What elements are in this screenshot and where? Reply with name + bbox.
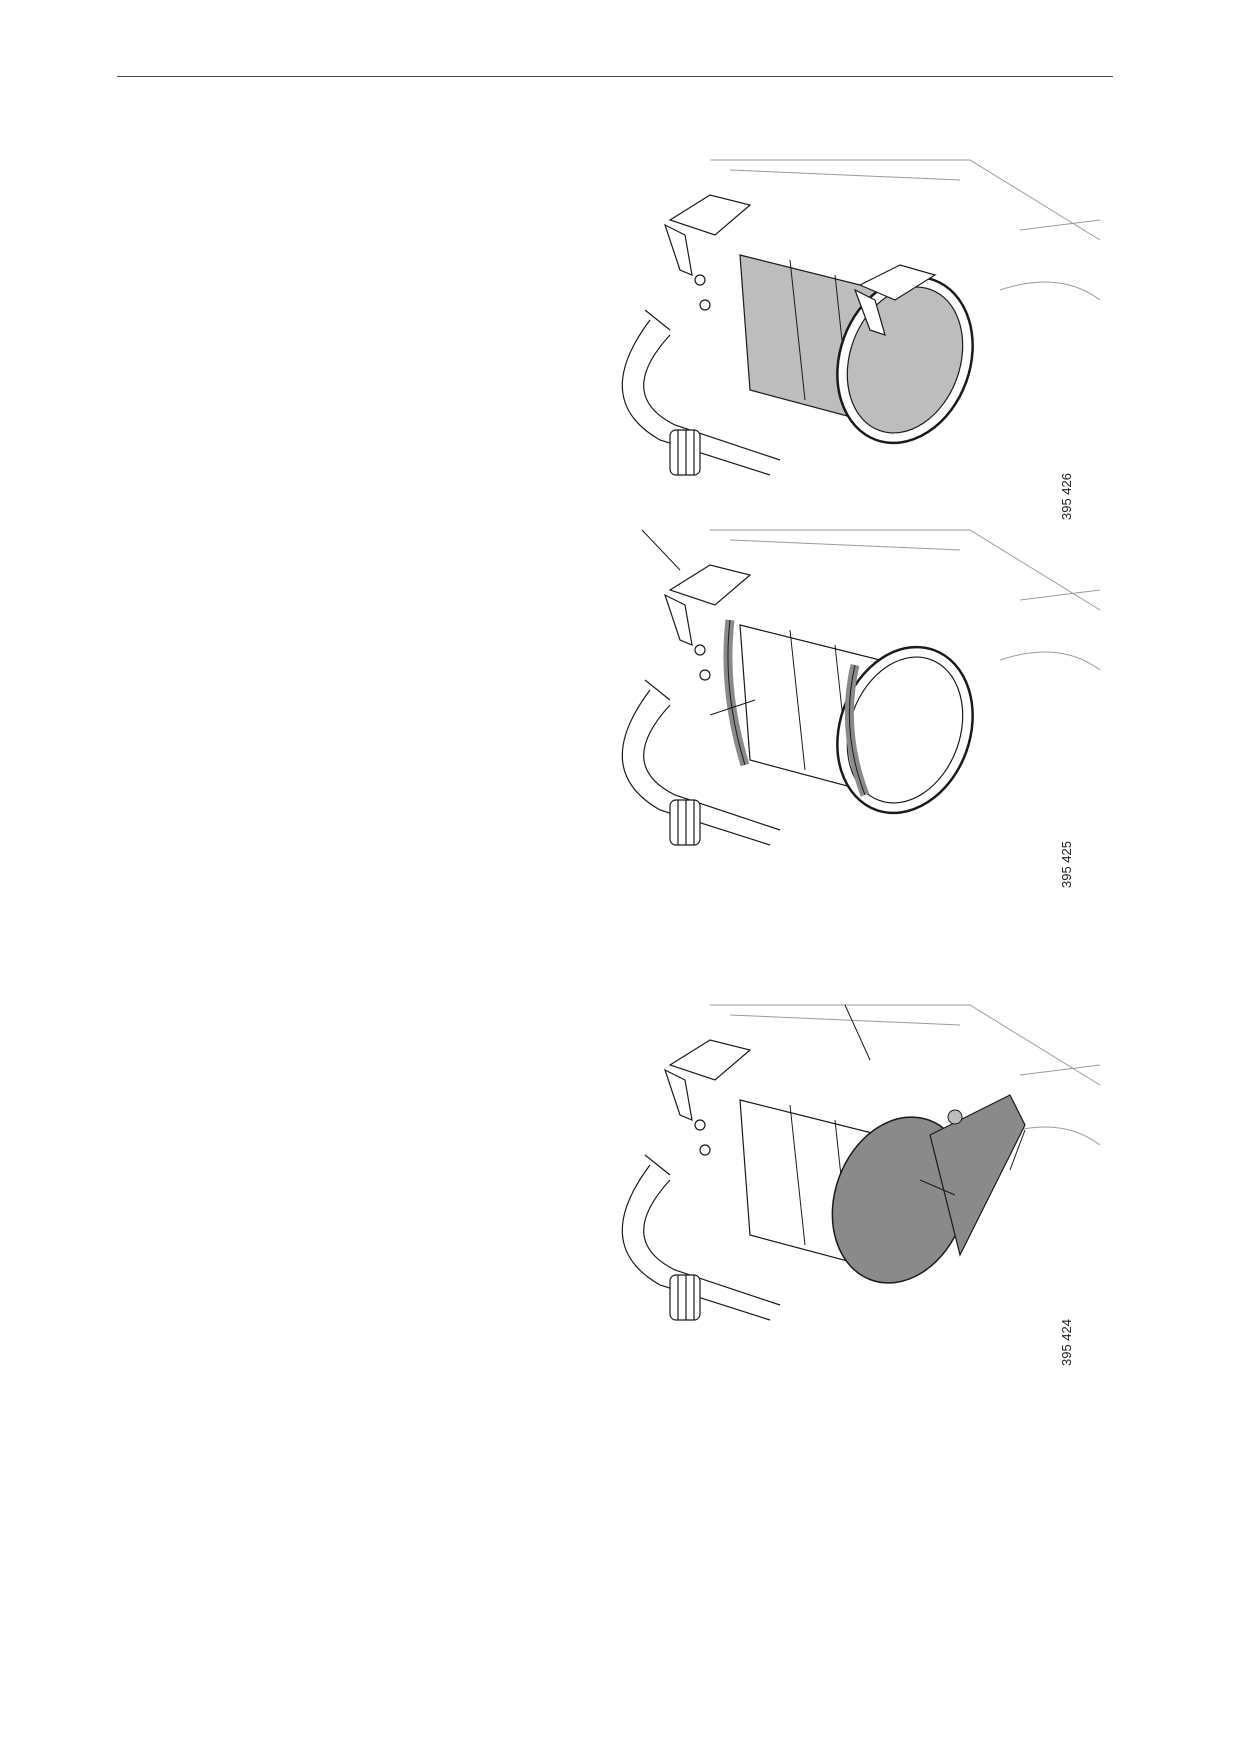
figure-muffler-shaded [621, 159, 1101, 515]
header-rule [117, 76, 1113, 77]
rear-clamp-band [723, 619, 750, 767]
figure-number: 395 426 [1059, 473, 1074, 520]
front-clamp-band [844, 663, 870, 797]
front-clamp [853, 264, 937, 336]
leader-lines [641, 529, 756, 716]
figure-end-cap [621, 1004, 1101, 1360]
muffler-illustration [621, 159, 1101, 476]
muffler-illustration [621, 1004, 1101, 1321]
end-cap [831, 1094, 1026, 1284]
figure-clamps-shaded [621, 529, 1101, 885]
figure-number: 395 425 [1059, 841, 1074, 888]
outlet-flange [836, 645, 974, 815]
leader-lines [844, 1004, 1026, 1196]
figure-number: 395 424 [1059, 1319, 1074, 1366]
muffler-illustration [621, 529, 1101, 846]
